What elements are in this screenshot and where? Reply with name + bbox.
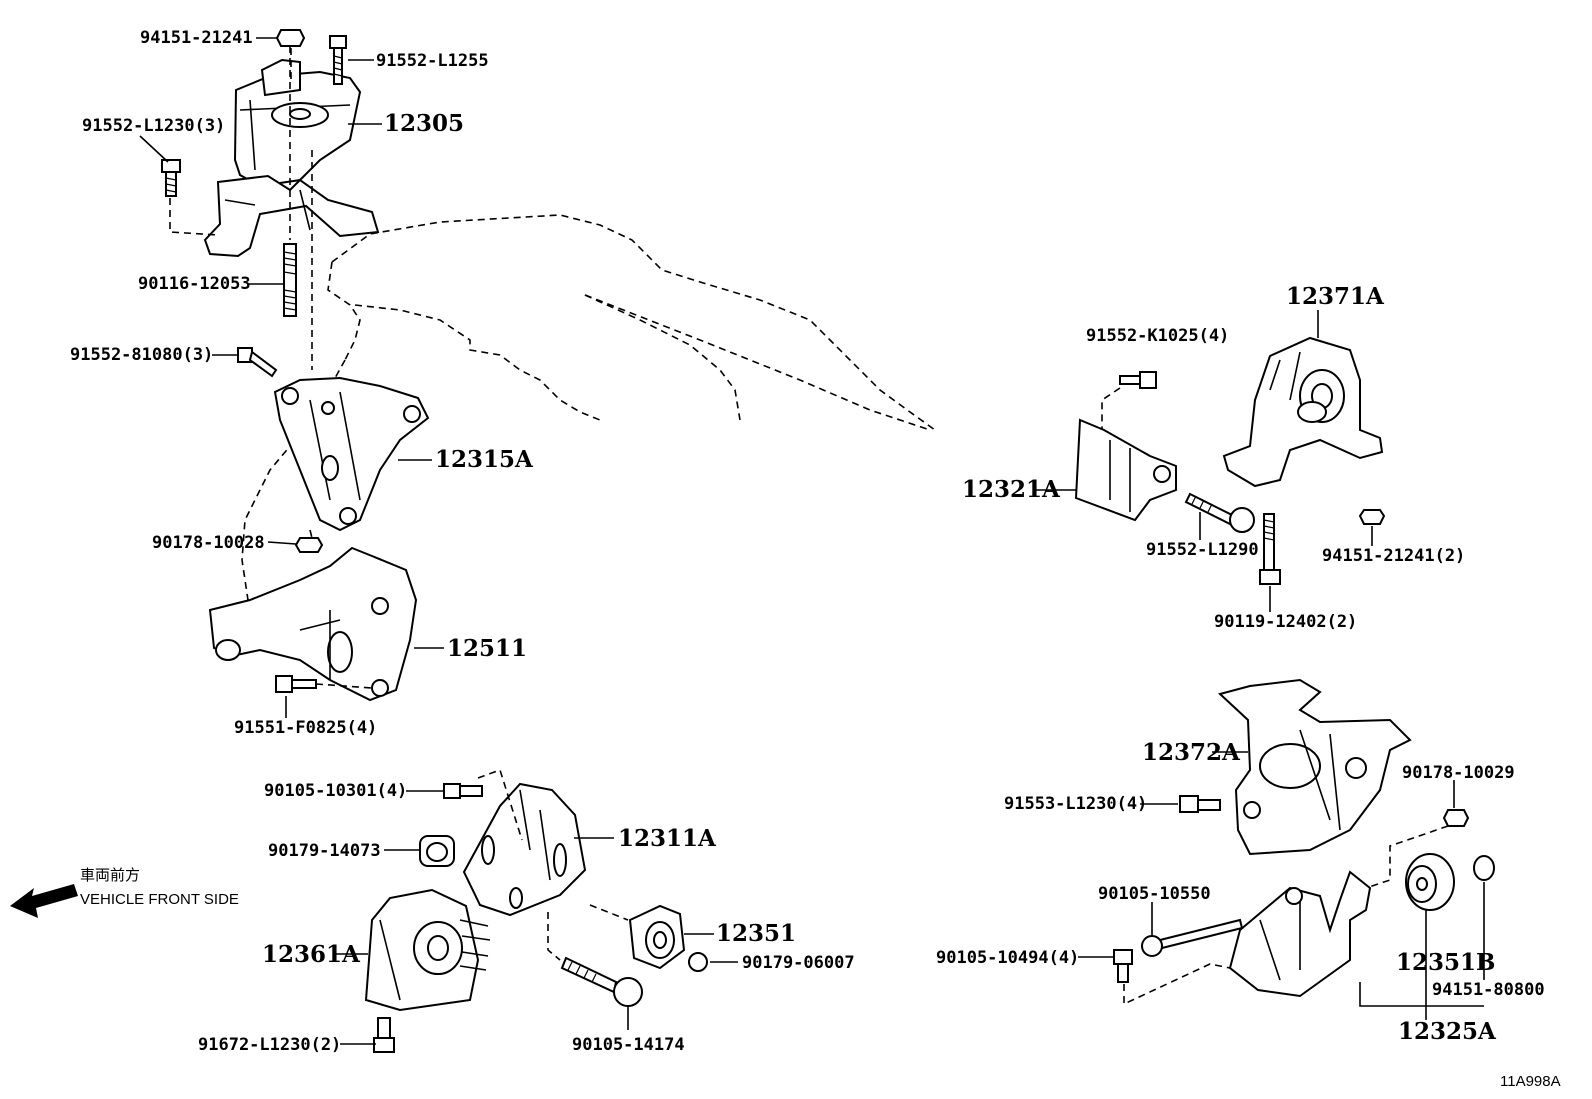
part-label-90179-06007: 90179-06007 [742, 953, 855, 973]
bolt-90105-10550 [1141, 918, 1244, 957]
bolt-91552-K1025 [1101, 371, 1157, 430]
part-label-91552-L1290: 91552-L1290 [1146, 540, 1259, 560]
part-label-12511: 12511 [447, 635, 528, 662]
part-label-12372A: 12372A [1142, 739, 1240, 766]
bolt-91552-L1230 [161, 159, 181, 197]
bolt-91552-81080 [237, 347, 278, 378]
mount-12305 [169, 58, 380, 258]
part-label-94151-80800: 94151-80800 [1432, 980, 1545, 1000]
part-label-90105-10494-4: 90105-10494(4) [936, 948, 1080, 968]
bolt-91552-L1255 [329, 35, 347, 85]
bolt-91552-L1290 [1184, 492, 1255, 533]
part-label-91672-L1230-2: 91672-L1230(2) [198, 1035, 342, 1055]
part-label-90105-14174: 90105-14174 [572, 1035, 685, 1055]
nut-94151-80800 [1473, 855, 1495, 881]
part-label-90105-10301-4: 90105-10301(4) [264, 781, 408, 801]
vehicle-front-arrow-icon [10, 884, 78, 918]
bolt-90105-10494 [1113, 949, 1231, 1006]
bracket-12321A [1074, 418, 1177, 522]
bolt-91551-F0825 [275, 675, 373, 693]
leader-lines [139, 37, 1485, 1045]
nut-94151-21241-2 [1358, 509, 1386, 525]
part-label-91552-K1025-4: 91552-K1025(4) [1086, 326, 1230, 346]
part-label-90116-12053: 90116-12053 [138, 274, 251, 294]
bushing-90179-14073 [419, 835, 455, 867]
bracket-12325A [1228, 870, 1372, 998]
part-label-12351B: 12351B [1396, 949, 1496, 976]
bracket-12315A [273, 376, 430, 532]
stud-90116-12053 [283, 46, 313, 370]
bushing-12351B [1405, 853, 1455, 911]
bolt-90119-12402 [1259, 513, 1281, 585]
part-label-94151-21241-2: 94151-21241(2) [1322, 546, 1466, 566]
vehicle-front-note-en: VEHICLE FRONT SIDE [80, 891, 239, 908]
bolt-90105-14174 [560, 956, 643, 1007]
part-label-90178-10028: 90178-10028 [152, 533, 265, 553]
nut-90178-10028 [294, 529, 324, 553]
mount-12371A [1222, 336, 1384, 488]
vehicle-front-note-jp: 車両前方 [80, 867, 141, 884]
part-label-12311A: 12311A [618, 825, 716, 852]
part-label-12371A: 12371A [1286, 283, 1384, 310]
bracket-12511 [208, 546, 418, 702]
part-label-90179-14073: 90179-14073 [268, 841, 381, 861]
part-label-12361A: 12361A [262, 941, 360, 968]
part-label-12305: 12305 [384, 110, 465, 137]
part-label-91551-F0825-4: 91551-F0825(4) [234, 718, 378, 738]
part-label-91552-L1230-3: 91552-L1230(3) [82, 116, 226, 136]
part-label-94151-21241: 94151-21241 [140, 28, 253, 48]
part-label-12325A: 12325A [1398, 1018, 1496, 1045]
part-label-91552-L1255: 91552-L1255 [376, 51, 489, 71]
part-label-91553-L1230-4: 91553-L1230(4) [1004, 794, 1148, 814]
part-label-90119-12402-2: 90119-12402(2) [1214, 612, 1358, 632]
bolt-90105-10301 [443, 783, 483, 799]
bushing-12351 [589, 904, 686, 970]
bolt-91672-L1230 [373, 1017, 395, 1053]
nut-90179-06007 [688, 952, 708, 972]
part-label-12351: 12351 [716, 920, 797, 947]
figure-id: 11A998A [1500, 1073, 1561, 1090]
part-label-91552-81080-3: 91552-81080(3) [70, 345, 214, 365]
nut-90178-10029 [1359, 809, 1470, 891]
bolt-91553-L1230 [1179, 795, 1221, 813]
part-label-12315A: 12315A [435, 446, 533, 473]
mount-12372A [1217, 678, 1412, 856]
part-label-90178-10029: 90178-10029 [1402, 763, 1515, 783]
mount-12361A [364, 888, 491, 1012]
part-label-90105-10550: 90105-10550 [1098, 884, 1211, 904]
part-label-12321A: 12321A [962, 476, 1060, 503]
bracket-12311A [462, 768, 587, 961]
